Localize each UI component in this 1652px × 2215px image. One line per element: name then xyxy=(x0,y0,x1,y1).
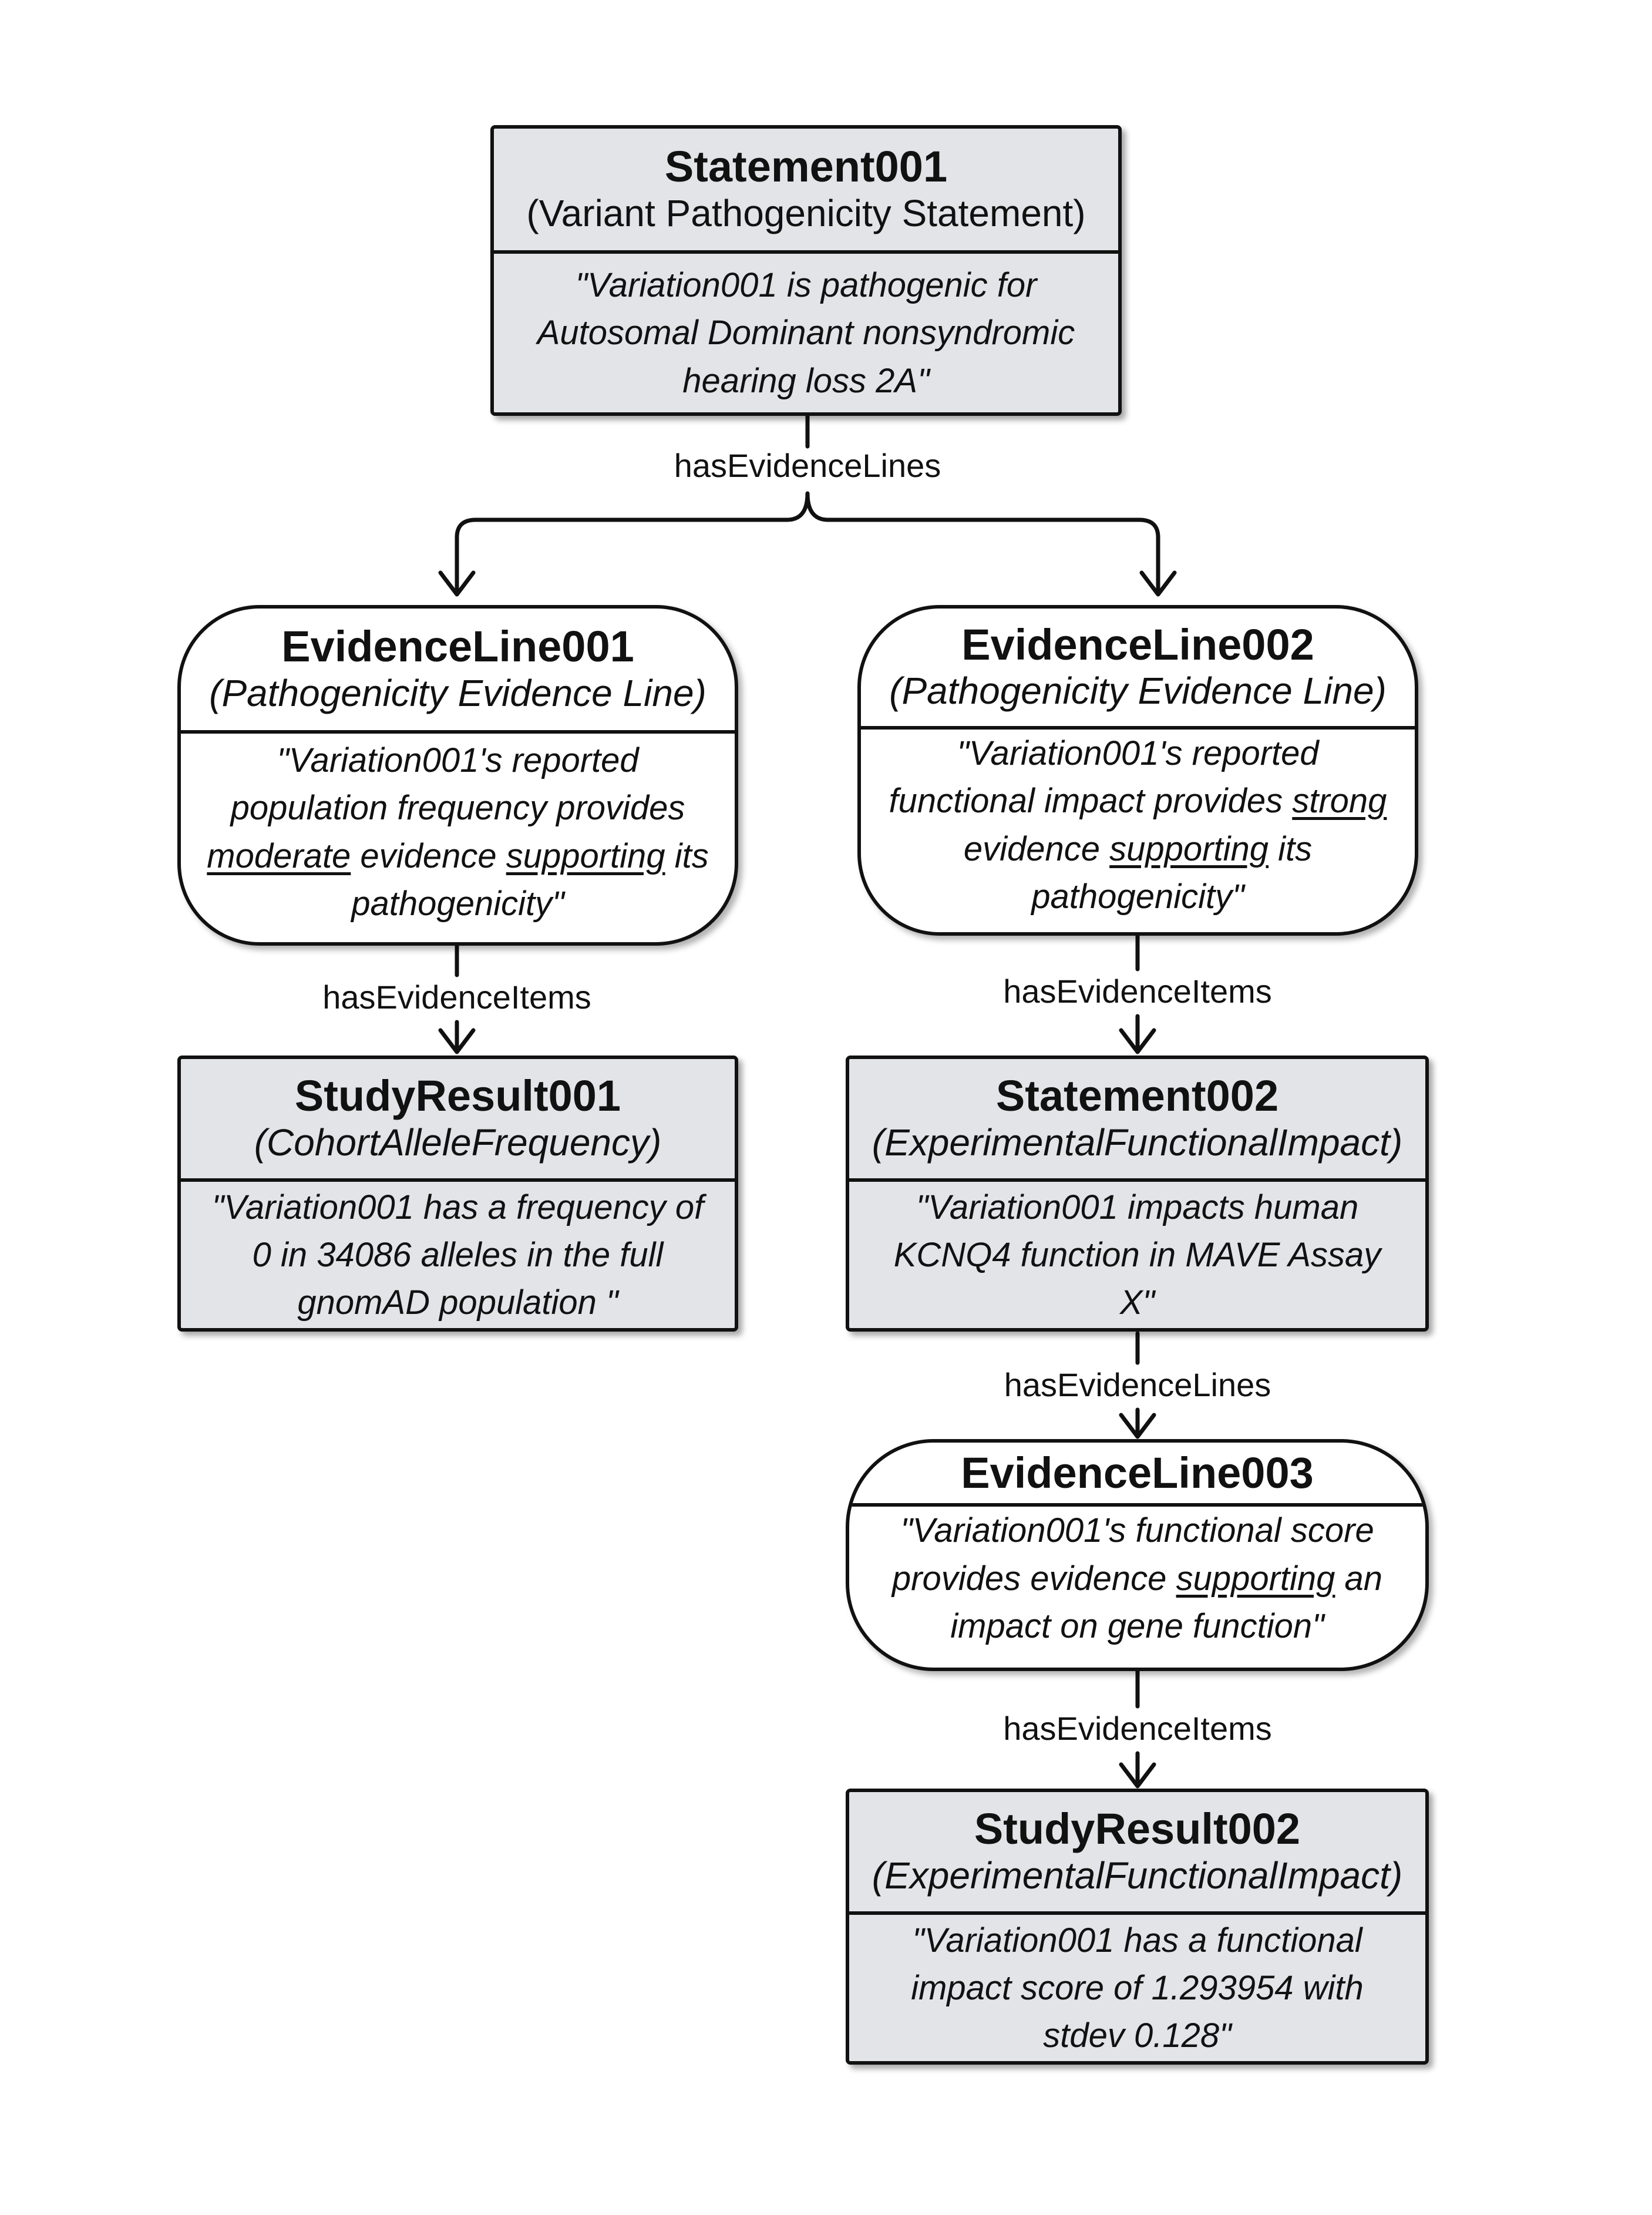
node-subtitle: (CohortAlleleFrequency) xyxy=(254,1121,662,1164)
node-subtitle: (Variant Pathogenicity Statement) xyxy=(526,191,1086,234)
node-subtitle: (Pathogenicity Evidence Line) xyxy=(209,671,706,714)
node-header: EvidenceLine001 (Pathogenicity Evidence … xyxy=(181,609,735,734)
node-study-result001: StudyResult001 (CohortAlleleFrequency) "… xyxy=(177,1056,738,1332)
node-title: StudyResult002 xyxy=(974,1804,1301,1854)
arrowhead-studyresult001 xyxy=(438,1028,476,1054)
edge-label-has-evidence-items: hasEvidenceItems xyxy=(1003,973,1272,1010)
node-header: Statement002 (ExperimentalFunctionalImpa… xyxy=(849,1059,1425,1182)
node-description: "Variation001's reported functional impa… xyxy=(889,734,1387,916)
edge-branch-connector xyxy=(455,491,1160,596)
arrowhead-evidence-line003 xyxy=(1119,1413,1156,1439)
node-study-result002: StudyResult002 (ExperimentalFunctionalIm… xyxy=(846,1789,1429,2065)
node-title: StudyResult001 xyxy=(294,1071,621,1121)
node-description: "Variation001 impacts human KCNQ4 functi… xyxy=(893,1188,1381,1322)
node-description: "Variation001 has a frequency of 0 in 34… xyxy=(211,1188,704,1322)
node-statement002: Statement002 (ExperimentalFunctionalImpa… xyxy=(846,1056,1429,1332)
edge-label-has-evidence-lines: hasEvidenceLines xyxy=(674,447,941,484)
arrowhead-statement002 xyxy=(1119,1028,1156,1054)
node-evidence-line002: EvidenceLine002 (Pathogenicity Evidence … xyxy=(857,605,1418,936)
node-header: Statement001 (Variant Pathogenicity Stat… xyxy=(494,129,1118,254)
node-subtitle: (ExperimentalFunctionalImpact) xyxy=(872,1854,1403,1897)
node-header: StudyResult002 (ExperimentalFunctionalIm… xyxy=(849,1792,1425,1915)
node-header: StudyResult001 (CohortAlleleFrequency) xyxy=(181,1059,735,1182)
node-statement001: Statement001 (Variant Pathogenicity Stat… xyxy=(490,125,1122,416)
node-evidence-line001: EvidenceLine001 (Pathogenicity Evidence … xyxy=(177,605,738,946)
node-description: "Variation001's reported population freq… xyxy=(207,741,709,923)
node-description: "Variation001's functional score provide… xyxy=(891,1511,1383,1645)
arrowhead-evidence-line001 xyxy=(438,570,476,597)
node-title: Statement001 xyxy=(664,142,948,191)
edge-label-has-evidence-lines: hasEvidenceLines xyxy=(1004,1366,1271,1403)
node-subtitle: (Pathogenicity Evidence Line) xyxy=(889,670,1387,712)
arrowhead-studyresult002 xyxy=(1119,1762,1156,1789)
node-subtitle: (ExperimentalFunctionalImpact) xyxy=(872,1121,1403,1164)
node-title: EvidenceLine001 xyxy=(281,622,634,671)
node-title: Statement002 xyxy=(995,1071,1279,1121)
node-title: EvidenceLine003 xyxy=(961,1448,1314,1498)
node-header: EvidenceLine002 (Pathogenicity Evidence … xyxy=(861,609,1415,730)
arrowhead-evidence-line002 xyxy=(1139,570,1177,597)
node-evidence-line003: EvidenceLine003 "Variation001's function… xyxy=(846,1439,1429,1671)
edge-label-has-evidence-items: hasEvidenceItems xyxy=(322,979,591,1016)
node-title: EvidenceLine002 xyxy=(961,620,1314,670)
node-header: EvidenceLine003 xyxy=(849,1443,1425,1507)
node-description: "Variation001 has a functional impact sc… xyxy=(911,1921,1364,2055)
edge-label-has-evidence-items: hasEvidenceItems xyxy=(1003,1710,1272,1747)
node-description: "Variation001 is pathogenic for Autosoma… xyxy=(537,266,1075,400)
